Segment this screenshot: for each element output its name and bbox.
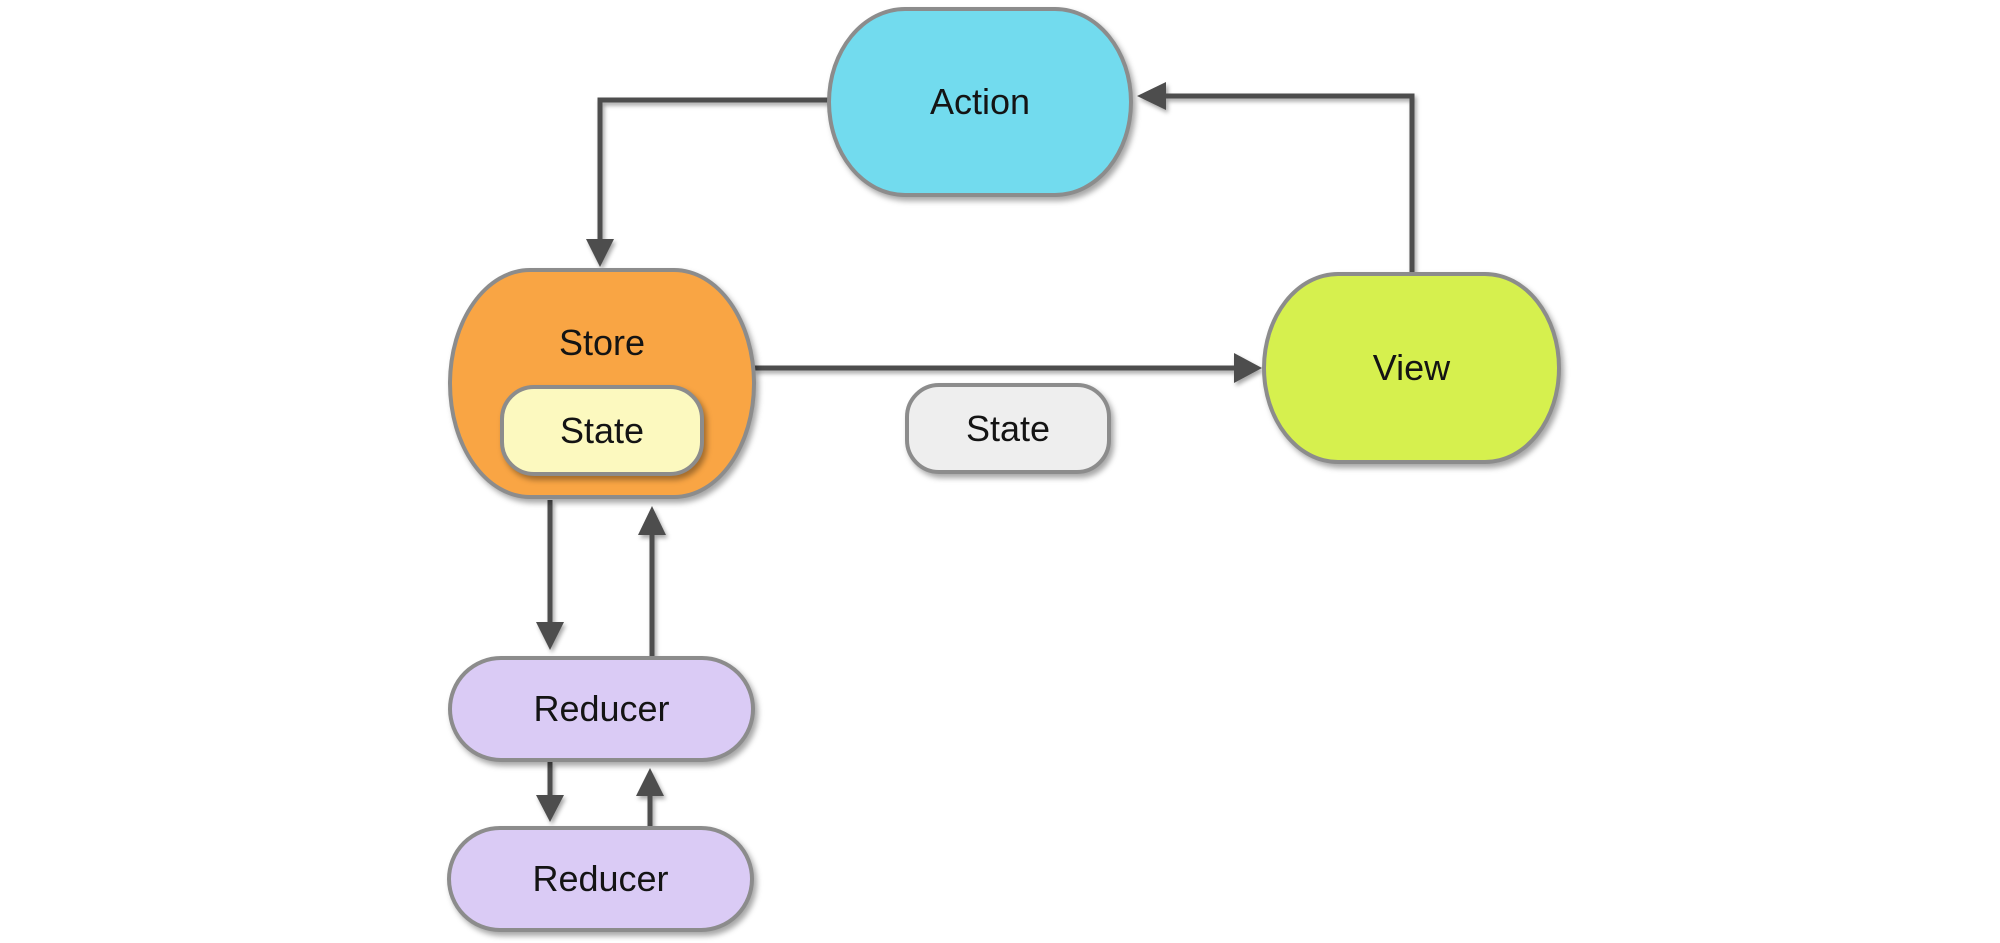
arrow-reducer2-to-reducer1 bbox=[636, 768, 664, 826]
node-store: Store State bbox=[448, 268, 756, 499]
arrow-reducer1-to-store bbox=[638, 506, 666, 656]
arrow-reducer1-to-reducer2 bbox=[536, 762, 564, 822]
arrow-store-to-view bbox=[754, 353, 1262, 383]
arrow-action-to-store bbox=[586, 97, 831, 267]
node-state-label: State bbox=[965, 407, 1051, 449]
node-state: State bbox=[905, 383, 1111, 474]
arrow-store-to-reducer1 bbox=[536, 500, 564, 650]
node-store-label: Store bbox=[558, 322, 646, 363]
node-action-label: Action bbox=[929, 81, 1031, 122]
node-reducer-1: Reducer bbox=[448, 656, 755, 762]
node-store-state: State bbox=[500, 385, 704, 476]
node-reducer-2-label: Reducer bbox=[532, 858, 669, 899]
node-action: Action bbox=[827, 7, 1133, 197]
node-reducer-1-label: Reducer bbox=[533, 688, 670, 729]
arrow-view-to-action bbox=[1137, 82, 1415, 272]
node-view: View bbox=[1262, 272, 1561, 464]
node-store-state-label: State bbox=[559, 409, 645, 451]
node-view-label: View bbox=[1372, 347, 1451, 388]
node-reducer-2: Reducer bbox=[447, 826, 754, 932]
